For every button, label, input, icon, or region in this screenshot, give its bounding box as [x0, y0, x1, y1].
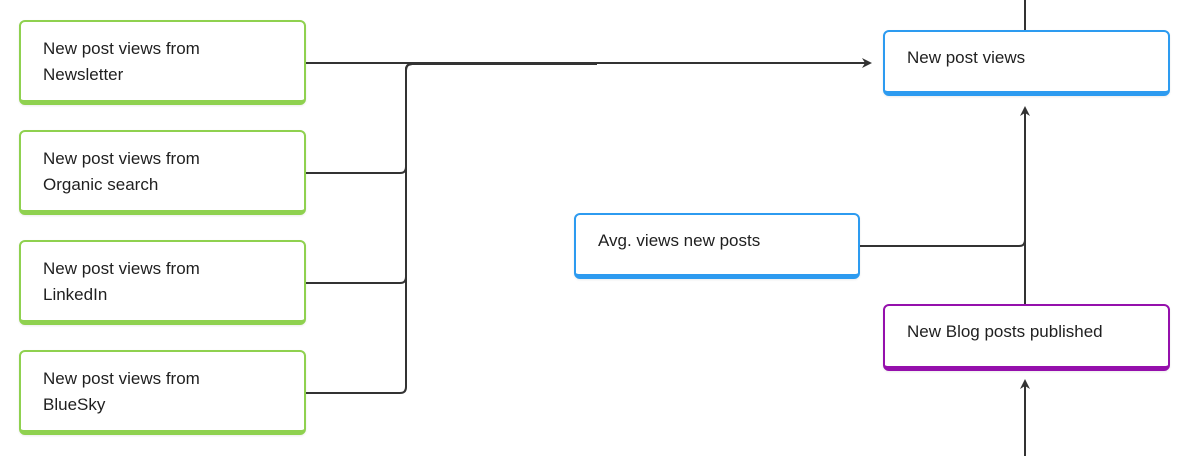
connector-avg-views — [859, 106, 1030, 247]
node-bluesky[interactable]: New post views from BlueSky — [19, 350, 306, 435]
node-new-blog-posts-published[interactable]: New Blog posts published — [883, 304, 1170, 371]
node-label: New post views from BlueSky — [43, 369, 200, 414]
node-label: New post views from LinkedIn — [43, 259, 200, 304]
connector-organic-search — [306, 63, 597, 174]
node-organic-search[interactable]: New post views from Organic search — [19, 130, 306, 215]
node-linkedin[interactable]: New post views from LinkedIn — [19, 240, 306, 325]
node-label: New post views from Organic search — [43, 149, 200, 194]
node-label: Avg. views new posts — [598, 231, 761, 250]
node-label: New post views from Newsletter — [43, 39, 200, 84]
node-label: New post views — [907, 48, 1026, 67]
connector-bluesky — [306, 63, 413, 394]
node-newsletter[interactable]: New post views from Newsletter — [19, 20, 306, 105]
node-label: New Blog posts published — [907, 322, 1103, 341]
node-new-post-views[interactable]: New post views — [883, 30, 1170, 96]
node-avg-views-new-posts[interactable]: Avg. views new posts — [574, 213, 860, 279]
